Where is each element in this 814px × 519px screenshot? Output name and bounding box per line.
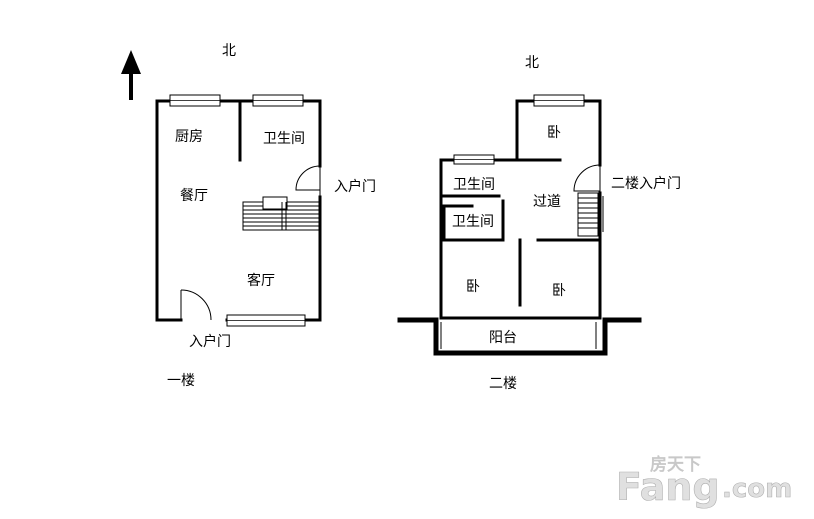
floor1-window-bath xyxy=(252,94,304,107)
floor1-side-entrance-label: 入户门 xyxy=(334,178,376,195)
floor1-window-living xyxy=(226,314,306,327)
floor1-label: 一楼 xyxy=(167,373,195,389)
floor1-side-door-icon xyxy=(295,165,321,197)
floor1-north-label: 北 xyxy=(222,43,236,59)
floor2-north-label: 北 xyxy=(525,55,539,71)
floor2-left-bedroom-label: 卧 xyxy=(466,279,480,295)
floor1-staircase xyxy=(242,196,322,231)
floor2-entrance-door-icon xyxy=(573,164,601,193)
watermark-brand-text: Fang xyxy=(616,465,720,509)
floor2-window-bedroom xyxy=(533,94,585,107)
living-label: 客厅 xyxy=(247,272,275,289)
floor2-plan: 北 卧 卫生间 过道 卫生间 二楼入户门 卧 卧 阳台 二楼 xyxy=(397,55,681,392)
floor2-bathroom1-label: 卫生间 xyxy=(453,177,495,193)
floor2-right-bedroom-label: 卧 xyxy=(552,283,566,299)
floor2-top-bedroom-label: 卧 xyxy=(547,125,561,141)
corridor-label: 过道 xyxy=(533,194,561,210)
kitchen-label: 厨房 xyxy=(175,129,203,145)
dining-label: 餐厅 xyxy=(180,188,208,204)
north-arrow-icon xyxy=(121,50,141,100)
floor2-label: 二楼 xyxy=(489,376,517,392)
floor2-bath2-wall xyxy=(442,199,505,242)
floor2-staircase xyxy=(577,192,604,237)
floor2-entrance-label: 二楼入户门 xyxy=(611,175,681,192)
floor2-bath-top-wall xyxy=(439,158,562,195)
floor1-bathroom-label: 卫生间 xyxy=(263,131,305,147)
floor1-plan: 北 厨房 卫生间 餐厅 客厅 入户门 入户门 一楼 xyxy=(155,43,376,389)
balcony-label: 阳台 xyxy=(489,330,517,346)
fang-watermark-logo: 房天下 Fang .com xyxy=(616,454,793,509)
floor1-bottom-door-icon xyxy=(180,289,212,321)
floor2-balcony-outer xyxy=(397,317,642,356)
floor1-window-kitchen xyxy=(169,94,221,107)
floor1-bottom-entrance-label: 入户门 xyxy=(189,333,231,350)
watermark-domain-text: .com xyxy=(722,474,792,504)
floor2-bathroom2-label: 卫生间 xyxy=(452,214,494,230)
floor2-window-bath xyxy=(453,154,495,165)
watermark-cn-text: 房天下 xyxy=(650,454,701,475)
